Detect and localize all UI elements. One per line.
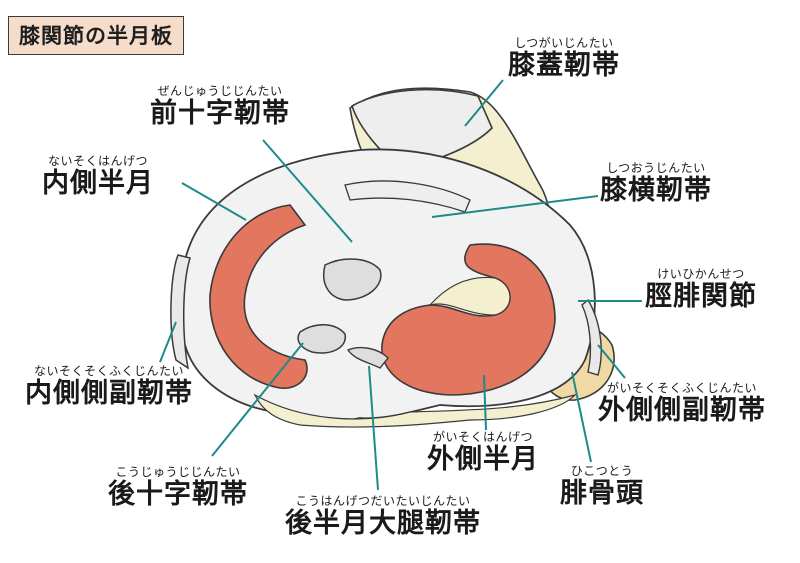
label-transverse-ligament: しつおうじんたい 膝横靭帯 <box>600 161 712 206</box>
ruby: がいそくはんげつ <box>432 430 533 444</box>
label-tibiofibular-joint: けいひかんせつ 脛腓関節 <box>645 267 757 312</box>
leader-lines <box>159 79 642 491</box>
ruby: ぜんじゅうじじんたい <box>157 84 283 98</box>
leader-fibular-head <box>571 371 592 463</box>
medial-meniscus-shape <box>209 204 308 389</box>
ruby: こうはんげつだいたいじんたい <box>295 494 471 508</box>
leader-lcl <box>597 344 626 379</box>
ruby: しつおうじんたい <box>606 161 706 175</box>
leader-mcl <box>159 321 177 363</box>
posterior-meniscofemoral-shape <box>346 346 389 369</box>
ruby: がいそくそくふくじんたい <box>606 381 757 395</box>
ruby: けいひかんせつ <box>657 267 745 281</box>
term: 膝蓋靭帯 <box>508 50 620 81</box>
ruby: こうじゅうじじんたい <box>115 465 241 479</box>
leader-transverse-ligament <box>431 195 599 218</box>
label-lcl: がいそくそくふくじんたい 外側側副靭帯 <box>598 381 766 426</box>
lateral-inner-cream <box>428 276 511 316</box>
label-fibular-head: ひこつとう 腓骨頭 <box>560 464 644 509</box>
ruby: ないそくはんげつ <box>47 154 148 168</box>
lateral-collateral-ligament-shape <box>581 298 602 376</box>
term: 外側側副靭帯 <box>598 395 766 426</box>
ruby: しつがいじんたい <box>514 36 614 50</box>
label-acl: ぜんじゅうじじんたい 前十字靭帯 <box>150 84 290 129</box>
label-medial-meniscus: ないそくはんげつ 内側半月 <box>42 154 154 199</box>
term: 内側半月 <box>42 168 154 199</box>
leader-pcl <box>211 342 304 457</box>
diagram-title: 膝関節の半月板 <box>8 16 184 55</box>
label-posterior-meniscofemoral: こうはんげつだいたいじんたい 後半月大腿靭帯 <box>285 494 481 539</box>
term: 内側側副靭帯 <box>25 378 193 409</box>
transverse-ligament-shape <box>344 180 471 213</box>
ruby: ないそくそくふくじんたい <box>33 364 184 378</box>
leader-patellar-ligament <box>464 79 504 127</box>
label-patellar-ligament: しつがいじんたい 膝蓋靭帯 <box>508 36 620 81</box>
acl-shape <box>323 258 382 301</box>
label-pcl: こうじゅうじじんたい 後十字靭帯 <box>108 465 248 510</box>
label-lateral-meniscus: がいそくはんげつ 外側半月 <box>427 430 539 475</box>
term: 膝横靭帯 <box>600 175 712 206</box>
term: 外側半月 <box>427 444 539 475</box>
term: 脛腓関節 <box>645 281 757 312</box>
leader-medial-meniscus <box>181 182 247 221</box>
leader-lateral-meniscus <box>483 374 487 431</box>
ruby: ひこつとう <box>570 464 634 478</box>
term: 後半月大腿靭帯 <box>285 508 481 539</box>
term: 後十字靭帯 <box>108 479 248 510</box>
leader-acl <box>262 139 353 243</box>
term: 腓骨頭 <box>560 478 644 509</box>
pcl-shape <box>297 324 346 354</box>
leader-posterior-meniscofemoral <box>368 365 379 491</box>
medial-collateral-ligament-shape <box>170 254 191 370</box>
term: 前十字靭帯 <box>150 98 290 129</box>
posterior-rim-shape <box>253 393 578 428</box>
label-mcl: ないそくそくふくじんたい 内側側副靭帯 <box>25 364 193 409</box>
